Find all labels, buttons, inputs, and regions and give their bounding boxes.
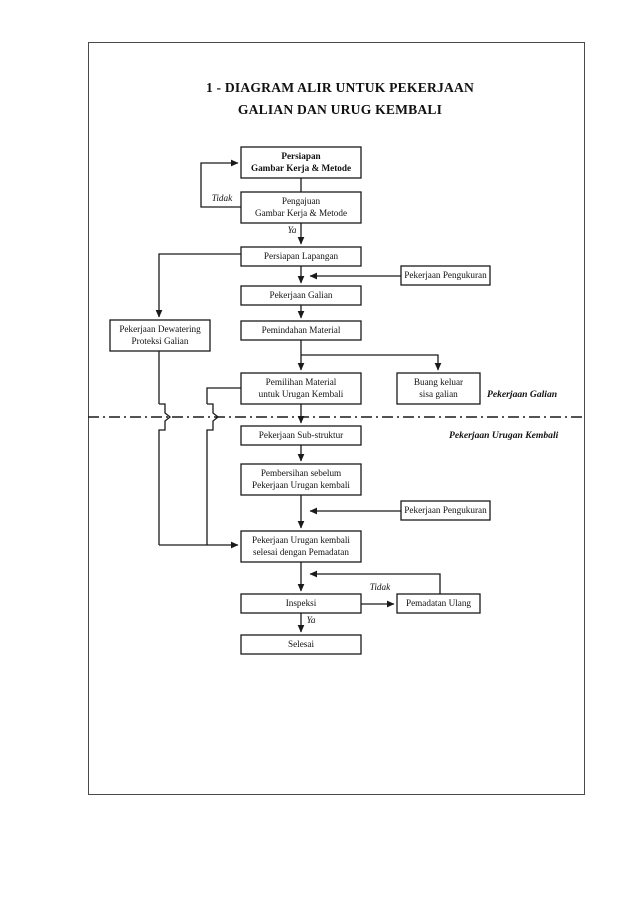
node-pengajuan-gambar[interactable]: Pengajuan Gambar Kerja & Metode — [240, 191, 362, 224]
node-buang-keluar[interactable]: Buang keluar sisa galian — [396, 372, 481, 405]
node-label-line-1: Pekerjaan Dewatering — [119, 324, 201, 334]
edge-label-ya-gambar: Ya — [288, 225, 297, 235]
page-title-line-1: 1 - DIAGRAM ALIR UNTUK PEKERJAAN — [206, 80, 474, 95]
node-box — [400, 265, 491, 286]
node-box — [240, 425, 362, 446]
node-pekerjaan-pengukuran-bawah[interactable]: Pekerjaan Pengukuran — [400, 500, 491, 521]
node-label-line-1: Persiapan Lapangan — [264, 251, 339, 261]
edge-dewatering-rail-lower — [158, 403, 172, 545]
node-pekerjaan-galian[interactable]: Pekerjaan Galian — [240, 285, 362, 306]
edge-pemilihan-rail-lower — [206, 403, 220, 545]
node-label-line-1: Pekerjaan Pengukuran — [404, 270, 487, 280]
node-label-line-1: Pemindahan Material — [262, 325, 341, 335]
node-layer: Persiapan Gambar Kerja & Metode Pengajua… — [109, 146, 491, 655]
node-label-line-1: Pembersihan sebelum — [261, 468, 341, 478]
node-label-line-1: Pengajuan — [282, 196, 321, 206]
node-pekerjaan-sub-struktur[interactable]: Pekerjaan Sub-struktur — [240, 425, 362, 446]
node-selesai[interactable]: Selesai — [240, 634, 362, 655]
node-label-line-2: Pekerjaan Urugan kembali — [252, 480, 350, 490]
node-box — [109, 319, 211, 352]
edge-pemindahan-to-buang — [301, 354, 442, 371]
edge-lapangan-to-dewatering — [155, 253, 241, 318]
node-label-line-1: Pekerjaan Pengukuran — [404, 505, 487, 515]
edge-tidak-loop-to-persiapan — [200, 159, 241, 208]
node-label-line-2: untuk Urugan Kembali — [259, 389, 344, 399]
node-box — [240, 530, 362, 563]
node-box — [240, 593, 362, 614]
node-label-line-2: selesai dengan Pemadatan — [253, 547, 349, 557]
section-label-pekerjaan-urugan-kembali: Pekerjaan Urugan Kembali — [449, 430, 559, 441]
edge-pemilihan-rail-upper — [206, 387, 241, 404]
node-pemindahan-material[interactable]: Pemindahan Material — [240, 320, 362, 341]
node-box — [240, 191, 362, 224]
node-label-line-1: Inspeksi — [286, 598, 317, 608]
section-label-layer: Pekerjaan Galian Pekerjaan Urugan Kembal… — [449, 389, 559, 441]
node-box — [396, 593, 481, 614]
node-label-line-1: Pekerjaan Urugan kembali — [252, 535, 350, 545]
node-label-line-1: Pekerjaan Galian — [269, 290, 332, 300]
node-box — [400, 500, 491, 521]
node-label-line-2: Proteksi Galian — [132, 336, 189, 346]
node-box — [240, 463, 362, 496]
node-inspeksi[interactable]: Inspeksi — [240, 593, 362, 614]
node-pembersihan-sebelum[interactable]: Pembersihan sebelum Pekerjaan Urugan kem… — [240, 463, 362, 496]
node-label-line-1: Buang keluar — [414, 377, 463, 387]
node-pemadatan-ulang[interactable]: Pemadatan Ulang — [396, 593, 481, 614]
node-urugan-kembali-pemadatan[interactable]: Pekerjaan Urugan kembali selesai dengan … — [240, 530, 362, 563]
node-label-line-1: Persiapan — [281, 151, 320, 161]
edge-label-layer: Tidak Ya Tidak Ya — [212, 193, 391, 625]
node-label-line-1: Pemilihan Material — [266, 377, 337, 387]
connector-layer — [155, 159, 442, 633]
node-box — [240, 320, 362, 341]
edge-label-tidak-gambar: Tidak — [212, 193, 233, 203]
node-pemilihan-material[interactable]: Pemilihan Material untuk Urugan Kembali — [240, 372, 362, 405]
page-title-line-2: GALIAN DAN URUG KEMBALI — [238, 102, 442, 117]
node-box — [240, 634, 362, 655]
section-label-pekerjaan-galian: Pekerjaan Galian — [487, 389, 557, 400]
node-label-line-1: Selesai — [288, 639, 314, 649]
node-box — [240, 146, 362, 179]
node-persiapan-gambar[interactable]: Persiapan Gambar Kerja & Metode — [240, 146, 362, 179]
node-label-line-1: Pekerjaan Sub-struktur — [259, 430, 343, 440]
edge-label-ya-inspeksi: Ya — [307, 615, 316, 625]
node-box — [240, 372, 362, 405]
node-pekerjaan-dewatering[interactable]: Pekerjaan Dewatering Proteksi Galian — [109, 319, 211, 352]
node-box — [240, 285, 362, 306]
edge-label-tidak-inspeksi: Tidak — [370, 582, 391, 592]
node-label-line-2: Gambar Kerja & Metode — [251, 163, 351, 173]
node-box — [396, 372, 481, 405]
node-label-line-1: Pemadatan Ulang — [406, 598, 471, 608]
node-persiapan-lapangan[interactable]: Persiapan Lapangan — [240, 246, 362, 267]
node-pekerjaan-pengukuran-atas[interactable]: Pekerjaan Pengukuran — [400, 265, 491, 286]
node-label-line-2: sisa galian — [419, 389, 458, 399]
node-box — [240, 246, 362, 267]
node-label-line-2: Gambar Kerja & Metode — [255, 208, 347, 218]
edge-pemadatan-ulang-loop — [309, 570, 441, 594]
